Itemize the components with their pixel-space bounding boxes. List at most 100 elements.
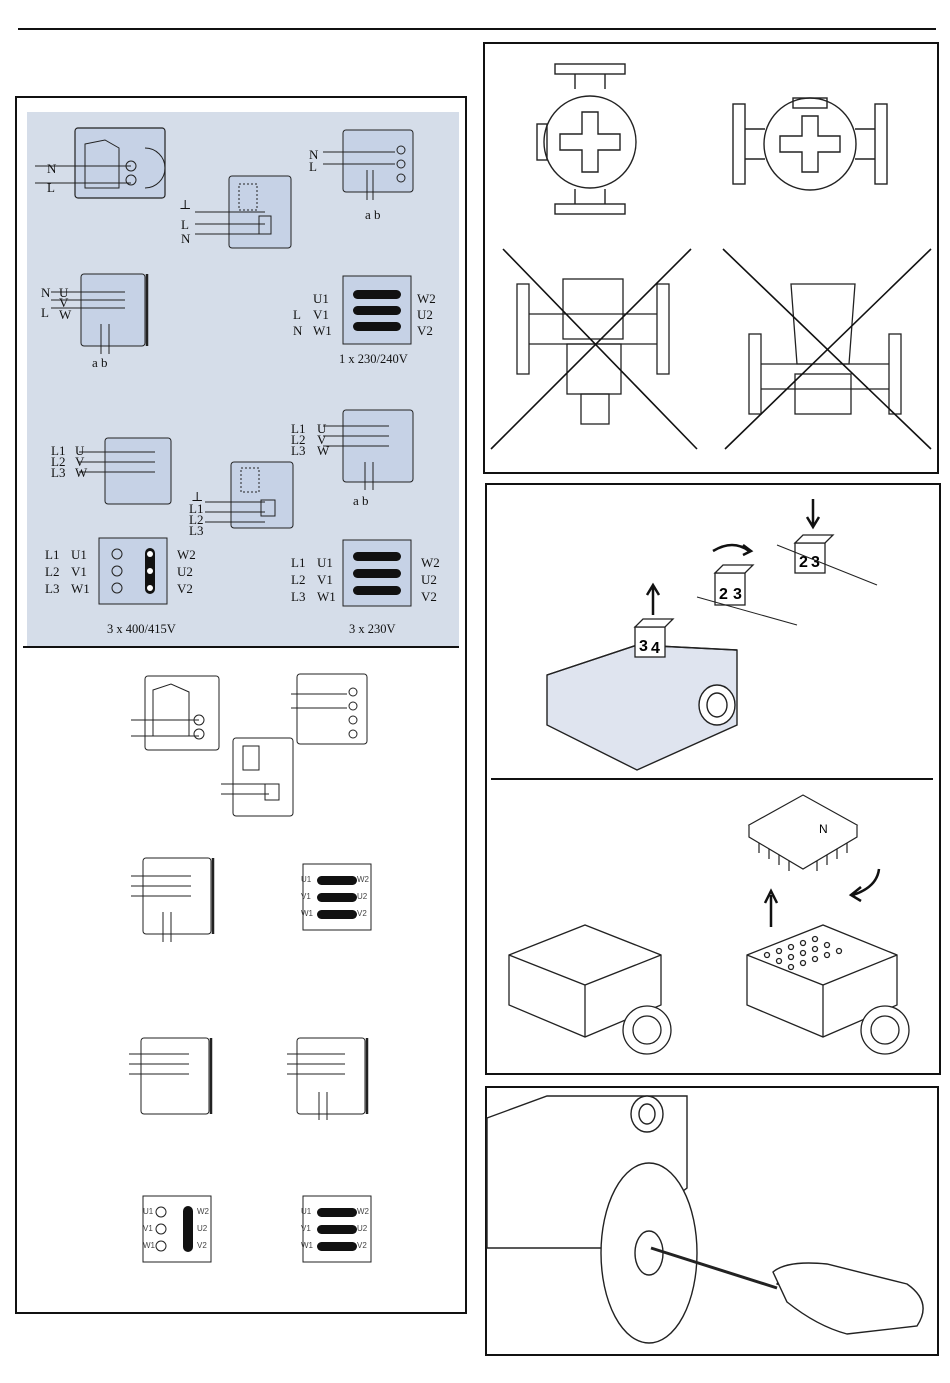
d2-label-n: N xyxy=(181,232,190,245)
venting-screw-drawing xyxy=(487,1088,937,1354)
terminal-board-delta xyxy=(343,540,413,610)
t3-v2: V2 xyxy=(357,1242,367,1250)
connector-diagram-2 xyxy=(225,176,295,256)
d9-l2: L2 xyxy=(45,565,59,578)
d8-l3: L3 xyxy=(291,444,305,457)
d10-l1: L1 xyxy=(291,556,305,569)
panel-divider xyxy=(23,646,459,648)
d2-label-l: L xyxy=(181,218,189,231)
pump-orientation-panel xyxy=(483,42,939,474)
d10-l2: L2 xyxy=(291,573,305,586)
d9-v1: V1 xyxy=(71,565,87,578)
d5-label-n: N xyxy=(293,324,302,337)
rotate-arrow-icon xyxy=(713,545,751,555)
t3-u1: U1 xyxy=(301,1208,311,1216)
t1-w1: W1 xyxy=(301,910,313,918)
blank-diagram-5 xyxy=(141,1038,221,1123)
d7-l3: L3 xyxy=(189,524,203,537)
terminal-box-diagram-4 xyxy=(81,274,161,354)
d9-u2: U2 xyxy=(177,565,193,578)
pump-incorrect-2-icon xyxy=(749,284,901,414)
blank-diagram-1 xyxy=(145,676,225,756)
d1-label-n: N xyxy=(47,162,56,175)
t1-u1: U1 xyxy=(301,876,311,884)
d5-w1: W1 xyxy=(313,324,332,337)
terminal-box-illustration xyxy=(547,645,737,770)
d10-v2: V2 xyxy=(421,590,437,603)
chip-letter: N xyxy=(819,822,828,836)
d9-v2: V2 xyxy=(177,582,193,595)
d10-l3: L3 xyxy=(291,590,305,603)
t3-w1: W1 xyxy=(301,1242,313,1250)
d4-label-n: N xyxy=(41,286,50,299)
t2-w2: W2 xyxy=(197,1208,209,1216)
d10-v1: V1 xyxy=(317,573,333,586)
speed-selector-drawings: 3 4 2 3 2 3 N xyxy=(487,485,939,1073)
selector-first-digit: 3 xyxy=(639,638,648,655)
d9-w2: W2 xyxy=(177,548,196,561)
module-chip-icon xyxy=(749,795,857,871)
t1-w2: W2 xyxy=(357,876,369,884)
d2-earth: ⊥ xyxy=(179,198,191,211)
t1-u2: U2 xyxy=(357,893,367,901)
module-box-open-icon xyxy=(747,925,909,1054)
d8-ab: a b xyxy=(353,494,369,507)
pump-correct-horizontal-icon xyxy=(733,98,887,190)
connector-diagram-7 xyxy=(231,462,301,542)
d10-w2: W2 xyxy=(421,556,440,569)
d9-l3: L3 xyxy=(45,582,59,595)
blank-diagram-2 xyxy=(229,738,299,828)
selector-fourth-digit: 3 xyxy=(733,586,742,603)
top-rule xyxy=(18,28,936,30)
d3-label-ab: a b xyxy=(365,208,381,221)
d9-w1: W1 xyxy=(71,582,90,595)
pump-incorrect-1-icon xyxy=(517,279,669,424)
d5-w2: W2 xyxy=(417,292,436,305)
d6-w: W xyxy=(75,466,87,479)
t1-v1: V1 xyxy=(301,893,311,901)
d5-u2: U2 xyxy=(417,308,433,321)
d10-w1: W1 xyxy=(317,590,336,603)
t2-v2: V2 xyxy=(197,1242,207,1250)
terminal-box-diagram-6 xyxy=(105,438,177,508)
speed-selector-panel: 3 4 2 3 2 3 N xyxy=(485,483,941,1075)
blank-diagram-4 xyxy=(143,858,223,948)
venting-screw-panel xyxy=(485,1086,939,1356)
t2-v1: V1 xyxy=(143,1225,153,1233)
d10-u1: U1 xyxy=(317,556,333,569)
d5-label-l: L xyxy=(293,308,301,321)
pump-correct-vertical-icon xyxy=(537,64,636,214)
t3-v1: V1 xyxy=(301,1225,311,1233)
terminal-box-diagram-1 xyxy=(75,128,170,208)
terminal-board-1ph xyxy=(343,276,413,346)
selector-second-digit: 4 xyxy=(651,640,660,657)
t2-u2: U2 xyxy=(197,1225,207,1233)
t1-v2: V2 xyxy=(357,910,367,918)
selector-third-digit: 2 xyxy=(719,586,728,603)
wiring-diagrams-panel: N L ⊥ L N N L a b N U V L W a b xyxy=(15,96,467,1314)
d5-caption: 1 x 230/240V xyxy=(339,352,408,367)
push-down-arrow-icon xyxy=(807,499,819,527)
d1-label-l: L xyxy=(47,181,55,194)
d9-caption: 3 x 400/415V xyxy=(107,622,176,637)
d10-u2: U2 xyxy=(421,573,437,586)
chip-rotate-arrow-icon xyxy=(851,869,879,901)
blank-diagram-6 xyxy=(297,1038,377,1123)
d3-label-l: L xyxy=(309,160,317,173)
terminal-box-diagram-3 xyxy=(343,130,418,200)
t3-w2: W2 xyxy=(357,1208,369,1216)
d4-label-l: L xyxy=(41,306,49,319)
chip-lift-arrow-icon xyxy=(765,891,777,927)
motor-housing-icon xyxy=(487,1096,697,1343)
d4-label-w: W xyxy=(59,308,71,321)
pump-orientation-drawings xyxy=(485,44,937,472)
t3-u2: U2 xyxy=(357,1225,367,1233)
d6-l3: L3 xyxy=(51,466,65,479)
terminal-board-star xyxy=(99,538,169,608)
terminal-box-diagram-8 xyxy=(343,410,418,490)
pull-up-arrow-icon xyxy=(647,585,659,615)
d8-w: W xyxy=(317,444,329,457)
selector-sixth-digit: 3 xyxy=(811,554,820,571)
module-box-closed-icon xyxy=(509,925,671,1054)
t2-w1: W1 xyxy=(143,1242,155,1250)
